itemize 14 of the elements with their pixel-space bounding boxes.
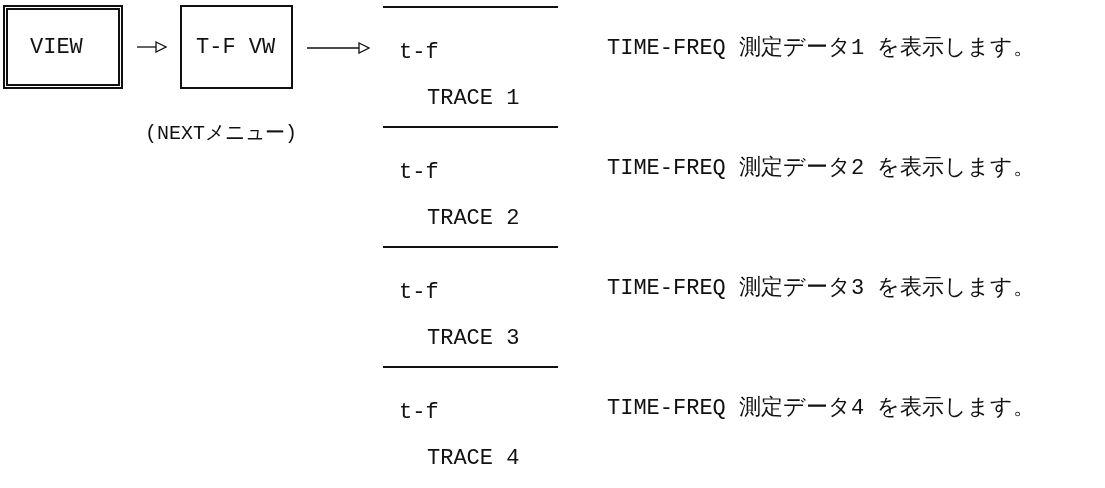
arrow xyxy=(306,42,370,54)
description-text: TIME-FREQ 測定データ2 を表示します。 xyxy=(607,154,1036,182)
key-label: t-f TRACE 2 xyxy=(399,159,520,233)
softkey-box xyxy=(3,5,123,89)
key-label: T-F VW xyxy=(195,33,277,62)
key-label: t-f TRACE 3 xyxy=(399,279,520,353)
key-label: t-f TRACE 4 xyxy=(399,399,520,473)
description-text: TIME-FREQ 測定データ1 を表示します。 xyxy=(607,34,1036,62)
key-label: t-f TRACE 1 xyxy=(399,39,520,113)
description-text: TIME-FREQ 測定データ3 を表示します。 xyxy=(607,274,1036,302)
arrow xyxy=(136,41,167,53)
description-text: TIME-FREQ 測定データ4 を表示します。 xyxy=(607,394,1036,422)
key-label: VIEW xyxy=(29,33,84,62)
menu-note: (NEXTメニュー) xyxy=(145,121,297,146)
